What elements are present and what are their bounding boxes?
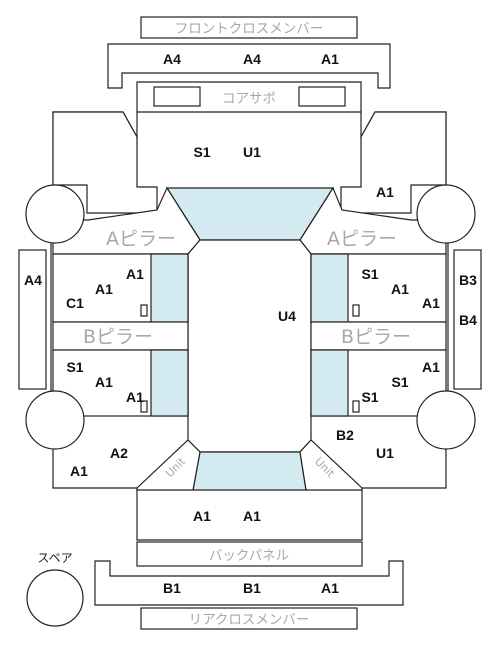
- right-a-pillar-label: Aピラー: [327, 228, 397, 250]
- back-panel-label: バックパネル: [209, 548, 289, 564]
- right-upper-marker: [352, 304, 360, 317]
- right-lower-code-s1-2: S1: [361, 389, 378, 405]
- front-bracket: [107, 43, 391, 89]
- right-lower-code-s1: S1: [391, 374, 408, 390]
- bottom-code-1: A1: [193, 508, 211, 524]
- bottom-right-code-u1: U1: [376, 445, 394, 461]
- core-support-left-box: [153, 86, 201, 107]
- rear-code-3: A1: [321, 580, 339, 596]
- left-lower-code-a1-2: A1: [126, 389, 144, 405]
- bottom-right-code-b2: B2: [336, 427, 354, 443]
- rear-right-wheel-circle: [416, 390, 476, 450]
- left-front-window: [150, 253, 189, 323]
- right-front-window: [310, 253, 349, 323]
- spare-label: スペア: [37, 551, 72, 565]
- front-code-2: A4: [243, 51, 261, 67]
- front-cross-member-label: フロントクロスメンバー: [175, 21, 324, 37]
- bottom-code-2: A1: [243, 508, 261, 524]
- left-upper-code-a1-top: A1: [126, 266, 144, 282]
- left-upper-code-a1: A1: [95, 281, 113, 297]
- left-upper-panel: [52, 111, 158, 214]
- front-code-3: A1: [321, 51, 339, 67]
- top-code-2: U1: [243, 144, 261, 160]
- right-side-rail: [453, 249, 482, 390]
- front-code-1: A4: [163, 51, 181, 67]
- rear-left-wheel-circle: [25, 390, 85, 450]
- right-upper-code-s1: S1: [361, 266, 378, 282]
- bottom-left-code-a2: A2: [110, 445, 128, 461]
- left-lower-code-a1: A1: [95, 374, 113, 390]
- rear-code-1: B1: [163, 580, 181, 596]
- rear-cross-member-box: [140, 607, 358, 630]
- rear-window-glass: [192, 451, 307, 491]
- rear-code-2: B1: [243, 580, 261, 596]
- bottom-left-code-a1: A1: [70, 463, 88, 479]
- center-code: U4: [278, 308, 296, 324]
- core-support-right-box: [298, 86, 346, 107]
- top-code-1: S1: [193, 144, 210, 160]
- left-b-pillar-label: Bピラー: [83, 326, 153, 348]
- front-cross-member-box: [140, 16, 358, 39]
- upper-right-code: A1: [376, 184, 394, 200]
- front-right-wheel-circle: [416, 184, 476, 244]
- back-panel-box: [136, 541, 363, 567]
- rear-bracket: [94, 560, 404, 606]
- center-roof-panel: [187, 239, 312, 453]
- right-unit-piece: [299, 439, 363, 491]
- left-lower-marker: [140, 400, 148, 413]
- front-left-wheel-circle: [25, 184, 85, 244]
- right-rail-code-b4: B4: [459, 312, 477, 328]
- right-rear-window: [310, 349, 349, 417]
- right-lower-code-a1: A1: [422, 359, 440, 375]
- left-upper-code-c1: C1: [66, 295, 84, 311]
- left-a-pillar-label: Aピラー: [106, 228, 176, 250]
- core-support-label: コアサポ: [222, 91, 276, 107]
- right-rail-code-b3: B3: [459, 272, 477, 288]
- spare-tire-circle: [26, 569, 84, 627]
- right-b-pillar-label: Bピラー: [341, 326, 411, 348]
- left-rear-window: [150, 349, 189, 417]
- left-side-rail: [18, 249, 47, 390]
- left-unit-piece: [136, 439, 201, 491]
- rear-cross-member-label: リアクロスメンバー: [189, 612, 310, 628]
- right-upper-code-a1: A1: [391, 281, 409, 297]
- right-b-pillar: [310, 321, 447, 351]
- left-rail-code: A4: [24, 272, 42, 288]
- right-upper-code-a1-2: A1: [422, 295, 440, 311]
- right-upper-panel: [340, 111, 447, 214]
- right-lower-marker: [352, 400, 360, 413]
- left-upper-marker: [140, 304, 148, 317]
- left-lower-code-s1: S1: [66, 359, 83, 375]
